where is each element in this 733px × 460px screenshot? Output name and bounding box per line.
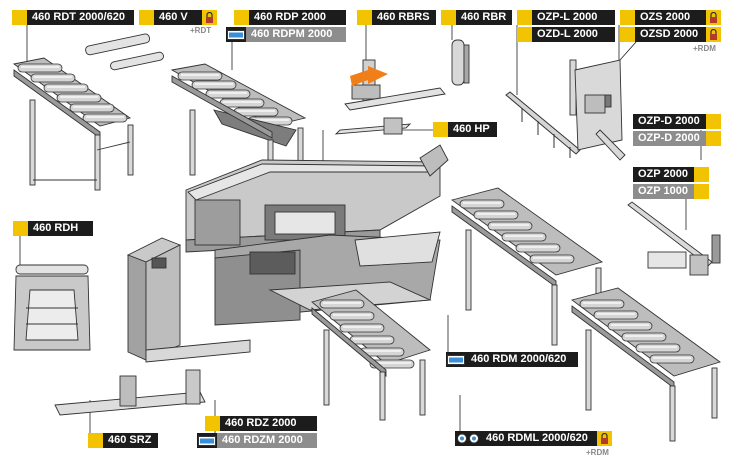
label-rdzm: 460 RDZM 2000 [197, 433, 317, 448]
label-ozp2000-text: OZP 2000 [633, 167, 694, 182]
label-rbrs-text: 460 RBRS [372, 10, 436, 25]
label-rdm-text: 460 RDM 2000/620 [466, 352, 578, 367]
label-ozp1000: OZP 1000 [633, 184, 709, 199]
label-ozsd-text: OZSD 2000 [635, 27, 706, 42]
rdt-conveyor [12, 57, 134, 191]
marker-square [517, 27, 532, 42]
label-rbr: 460 RBR [441, 10, 513, 25]
rdh-stand [13, 264, 91, 351]
marker-square [234, 10, 249, 25]
padlock-icon [202, 10, 217, 25]
label-ozsd: OZSD 2000 [620, 27, 721, 42]
marker-square [205, 416, 220, 431]
label-rdp: 460 RDP 2000 [234, 10, 346, 25]
hp-rail [334, 117, 412, 135]
marker-square [139, 10, 154, 25]
rdp-conveyor [170, 63, 307, 186]
marker-square [357, 10, 372, 25]
rbrs-unit [344, 59, 446, 111]
marker-square [12, 10, 27, 25]
note-rdt-plus: +RDT [190, 26, 212, 35]
label-v-text: 460 V [154, 10, 202, 25]
marker-square [694, 184, 709, 199]
label-ozp1000-text: OZP 1000 [633, 184, 694, 199]
motor-drive-icon [226, 27, 246, 42]
label-ozpl-text: OZP-L 2000 [532, 10, 615, 25]
label-rdpm-text: 460 RDPM 2000 [246, 27, 346, 42]
padlock-icon [597, 431, 612, 446]
label-rdh: 460 RDH [13, 221, 93, 236]
label-ozpd-1: OZP-D 2000 [633, 114, 721, 129]
rdm-conveyor [450, 187, 604, 346]
marker-square [441, 10, 456, 25]
motor-drive-icon [197, 433, 217, 448]
ozs-assembly [569, 59, 626, 161]
marker-square [620, 10, 635, 25]
label-rdml: 460 RDML 2000/620 [455, 431, 612, 446]
label-rdz: 460 RDZ 2000 [205, 416, 317, 431]
label-ozpd-2: OZP-D 2000 [633, 131, 721, 146]
label-ozs: OZS 2000 [620, 10, 721, 25]
rdz-conveyor [311, 289, 431, 421]
marker-square [517, 10, 532, 25]
note-rdml-plus: +RDM [586, 448, 609, 457]
marker-square [433, 122, 448, 137]
label-hp-text: 460 HP [448, 122, 497, 137]
label-rbrs: 460 RBRS [357, 10, 436, 25]
label-rdp-text: 460 RDP 2000 [249, 10, 346, 25]
label-rdm: 460 RDM 2000/620 [446, 352, 578, 367]
padlock-icon [706, 10, 721, 25]
band-saw [185, 144, 449, 326]
label-v: 460 V [139, 10, 217, 25]
marker-square [706, 114, 721, 129]
label-srz: 460 SRZ [88, 433, 158, 448]
label-rdzm-text: 460 RDZM 2000 [217, 433, 317, 448]
motor-drive-icon [446, 352, 466, 367]
control-cabinet [126, 237, 251, 363]
label-ozdl: OZD-L 2000 [517, 27, 615, 42]
marker-square [13, 221, 28, 236]
ozpl-rail [505, 91, 581, 158]
label-srz-text: 460 SRZ [103, 433, 158, 448]
label-rbr-text: 460 RBR [456, 10, 513, 25]
marker-square [88, 433, 103, 448]
label-rdz-text: 460 RDZ 2000 [220, 416, 317, 431]
label-rdml-text: 460 RDML 2000/620 [481, 431, 597, 446]
label-ozs-text: OZS 2000 [635, 10, 706, 25]
label-ozpl: OZP-L 2000 [517, 10, 615, 25]
label-rdpm: 460 RDPM 2000 [226, 27, 346, 42]
label-rdh-text: 460 RDH [28, 221, 93, 236]
marker-square [620, 27, 635, 42]
label-ozpd-2-text: OZP-D 2000 [633, 131, 706, 146]
padlock-icon [706, 27, 721, 42]
double-motor-drive-icon [455, 431, 481, 446]
label-ozdl-text: OZD-L 2000 [532, 27, 615, 42]
ozpd-gauge [627, 201, 721, 276]
label-rdt: 460 RDT 2000/620 [12, 10, 134, 25]
label-ozpd-1-text: OZP-D 2000 [633, 114, 706, 129]
label-hp: 460 HP [433, 122, 497, 137]
rbr-unit [451, 39, 470, 86]
srz-stand [54, 369, 206, 416]
label-ozp2000: OZP 2000 [633, 167, 709, 182]
rdml-conveyor [570, 287, 721, 442]
marker-square [694, 167, 709, 182]
v-roller [85, 33, 164, 71]
note-rdm-plus: +RDM [693, 44, 716, 53]
marker-square [706, 131, 721, 146]
label-rdt-text: 460 RDT 2000/620 [27, 10, 134, 25]
